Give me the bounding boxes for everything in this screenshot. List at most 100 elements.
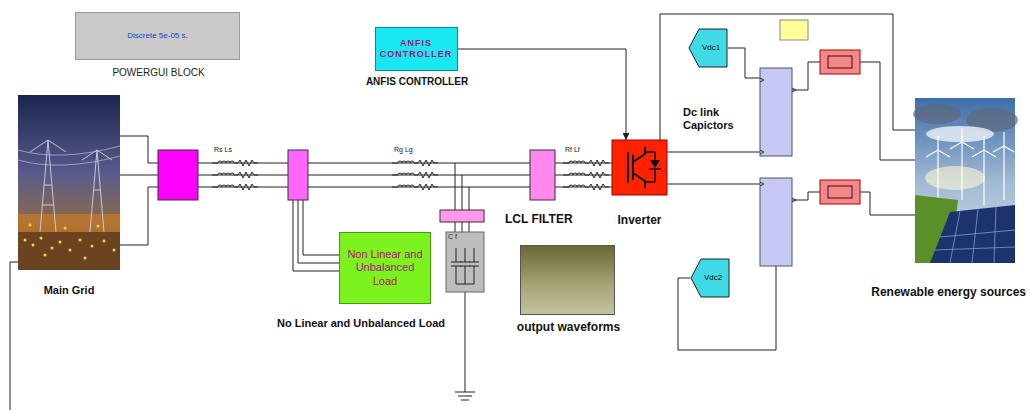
- dc-link-capacitor: [760, 78, 796, 202]
- anfis-controller: ANFIS CONTROLLERANFIS CONTROLLER: [375, 27, 458, 71]
- main-grid-picture: [91, 245, 94, 248]
- dc-link-capacitor: [760, 68, 792, 156]
- main-grid-picture: [32, 244, 35, 247]
- wires: [667, 152, 760, 184]
- component-label: Rf Lf: [565, 146, 580, 154]
- load-block: Non Linear and Unbalanced LoadNo Linear …: [339, 232, 431, 304]
- node-caption: Main Grid: [44, 284, 95, 297]
- inverter-block: Inverter: [612, 140, 667, 195]
- rl-branch: [212, 160, 258, 166]
- capacitor-block: C f: [446, 232, 484, 292]
- wires: [308, 163, 530, 187]
- renewable-picture: [930, 205, 1015, 263]
- text-area: Non Linear and Unbalanced Load: [340, 233, 430, 303]
- component-label: Rg Lg: [394, 146, 413, 154]
- node-text: Discrete 5e-05 s.: [127, 31, 187, 41]
- rl-branch: [212, 184, 258, 190]
- goto-tag: Vdc1: [688, 28, 728, 68]
- sensor-block: [820, 180, 860, 204]
- rl-branch: [212, 172, 258, 178]
- wires: [860, 62, 915, 215]
- wires: [555, 163, 612, 187]
- renewable-picture: [913, 98, 1018, 263]
- main-grid-picture: [79, 239, 82, 242]
- wires: [10, 262, 18, 410]
- component-label: Rs Ls: [214, 146, 232, 154]
- measurement-block: [158, 150, 555, 222]
- capacitor-symbol: [451, 248, 479, 284]
- main-grid-picture: [103, 240, 106, 243]
- main-grid-picture: [30, 140, 112, 232]
- renewable-picture: [913, 104, 961, 124]
- sensor-block: [820, 50, 860, 74]
- main-grid-picture: [51, 247, 54, 250]
- scope-block: output waveforms: [520, 245, 615, 315]
- main-grid-picture: [18, 95, 120, 270]
- main-grid-picture: [24, 239, 27, 242]
- text-area: Discrete 5e-05 s.: [76, 13, 239, 59]
- rl-branch: [563, 172, 609, 178]
- goto-shape: [689, 29, 727, 67]
- wires: [455, 292, 475, 400]
- wires: [120, 136, 158, 245]
- node-text: Vdc1: [702, 43, 720, 53]
- node-caption: Inverter: [617, 213, 661, 227]
- node-text: Non Linear and Unbalanced Load: [343, 248, 427, 288]
- main-grid-picture: [113, 249, 116, 252]
- capacitor-symbol: [446, 232, 484, 292]
- measurement-block: [440, 210, 484, 222]
- node-caption: ANFIS CONTROLLER: [366, 76, 468, 88]
- main-grid-picture: [59, 241, 62, 244]
- text-area: C f: [446, 232, 484, 292]
- renewable-source: Renewable energy sources: [915, 98, 1015, 263]
- wires: [10, 14, 915, 410]
- wires: [728, 48, 760, 78]
- rl-branch: [563, 184, 609, 190]
- text-area: Vdc2: [690, 258, 730, 298]
- inverter-symbol: [645, 152, 661, 182]
- renewable-picture: [926, 128, 1014, 205]
- grid-source: Main Grid: [18, 95, 120, 270]
- inverter-symbol: [628, 147, 645, 188]
- dc-link-capacitor: [760, 178, 792, 266]
- sensor-block: [828, 186, 852, 198]
- inverter-symbol: [650, 160, 660, 168]
- text-area: Vdc1: [688, 28, 728, 68]
- main-grid-picture: [18, 95, 120, 270]
- renewable-picture: [925, 166, 985, 190]
- signal-line: [458, 49, 627, 140]
- section-label: Dc link Capictors: [683, 106, 747, 132]
- node-text: ANFIS CONTROLLER: [379, 38, 454, 60]
- measurement-block: [158, 150, 198, 200]
- goto-shape: [691, 259, 729, 297]
- dc-link-capacitor: [760, 68, 796, 266]
- wires: [792, 62, 820, 200]
- goto-tag: Vdc2: [690, 258, 730, 298]
- main-grid-picture: [24, 224, 116, 260]
- node-caption: output waveforms: [517, 320, 620, 334]
- node-text: C f: [448, 233, 457, 241]
- node-caption: No Linear and Unbalanced Load: [277, 317, 445, 330]
- rl-branch: [392, 160, 438, 166]
- measurement-block: [530, 150, 555, 200]
- rl-branch: [392, 184, 438, 190]
- main-grid-picture: [69, 249, 72, 252]
- main-grid-picture: [84, 257, 87, 260]
- renewable-picture: [935, 207, 1015, 263]
- main-grid-picture: [40, 237, 43, 240]
- main-grid-picture: [29, 224, 32, 227]
- node-caption: POWERGUI BLOCK: [112, 67, 204, 79]
- text-area: ANFIS CONTROLLER: [376, 28, 457, 70]
- node-caption: Renewable energy sources: [871, 285, 1026, 299]
- sensor-block: [780, 20, 860, 204]
- inverter-symbol: [612, 140, 667, 195]
- rl-branch: [392, 172, 438, 178]
- node-text: Vdc2: [704, 273, 722, 283]
- main-grid-picture: [44, 254, 47, 257]
- wires: [293, 200, 340, 271]
- main-grid-picture: [18, 214, 120, 234]
- inverter-symbol: [612, 140, 667, 195]
